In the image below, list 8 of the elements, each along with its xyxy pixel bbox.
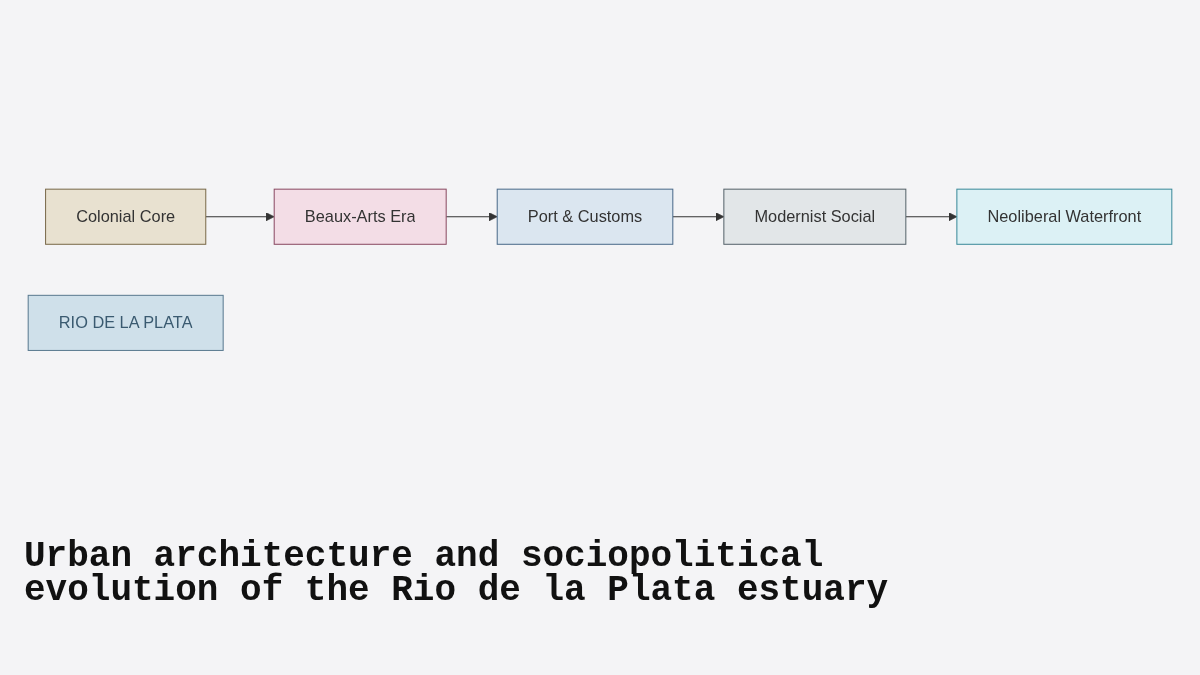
node-box: RIO DE LA PLATA — [27, 295, 224, 352]
arrow — [205, 212, 275, 222]
node-box: Port & Customs — [496, 188, 674, 245]
node-box: Colonial Core — [45, 188, 207, 245]
node-box: Beaux-Arts Era — [273, 188, 447, 245]
diagram-title: Urban architecture and sociopolitical evolution of the Rio de la Plata estuary — [24, 540, 890, 608]
node-box: Modernist Social — [723, 188, 907, 245]
node-box: Neoliberal Waterfront — [956, 188, 1173, 245]
